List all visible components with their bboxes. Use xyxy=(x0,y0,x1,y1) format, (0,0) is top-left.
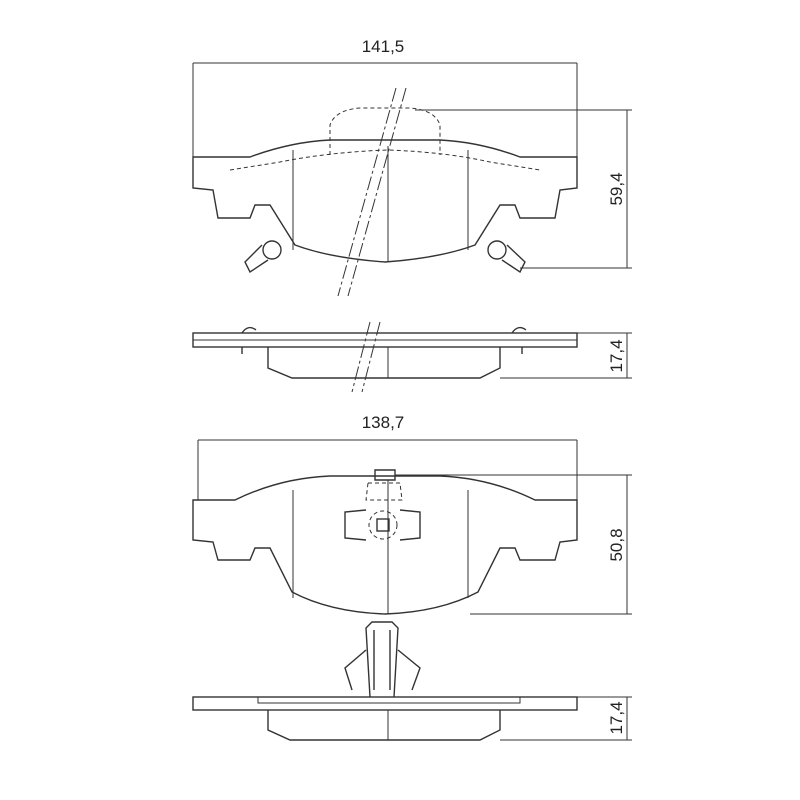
bottom-pad-width-dimension: 138,7 xyxy=(197,413,578,500)
bottom-pad-side-view: 17,4 xyxy=(192,621,632,741)
dimension-label: 138,7 xyxy=(362,413,405,432)
dimension-label: 59,4 xyxy=(607,172,626,205)
dimension-label: 50,8 xyxy=(607,528,626,561)
bottom-pad-height-dimension: 50,8 xyxy=(395,474,632,615)
top-pad-height-dimension: 59,4 xyxy=(415,109,632,269)
top-pad-side-view: 17,4 xyxy=(192,321,632,393)
top-pad-front-view xyxy=(192,87,578,297)
dimension-label: 17,4 xyxy=(607,339,626,372)
top-pad-width-dimension: 141,5 xyxy=(192,37,578,157)
dimension-label: 141,5 xyxy=(362,37,405,56)
dimension-label: 17,4 xyxy=(607,701,626,734)
bottom-pad-front-view xyxy=(192,469,578,615)
